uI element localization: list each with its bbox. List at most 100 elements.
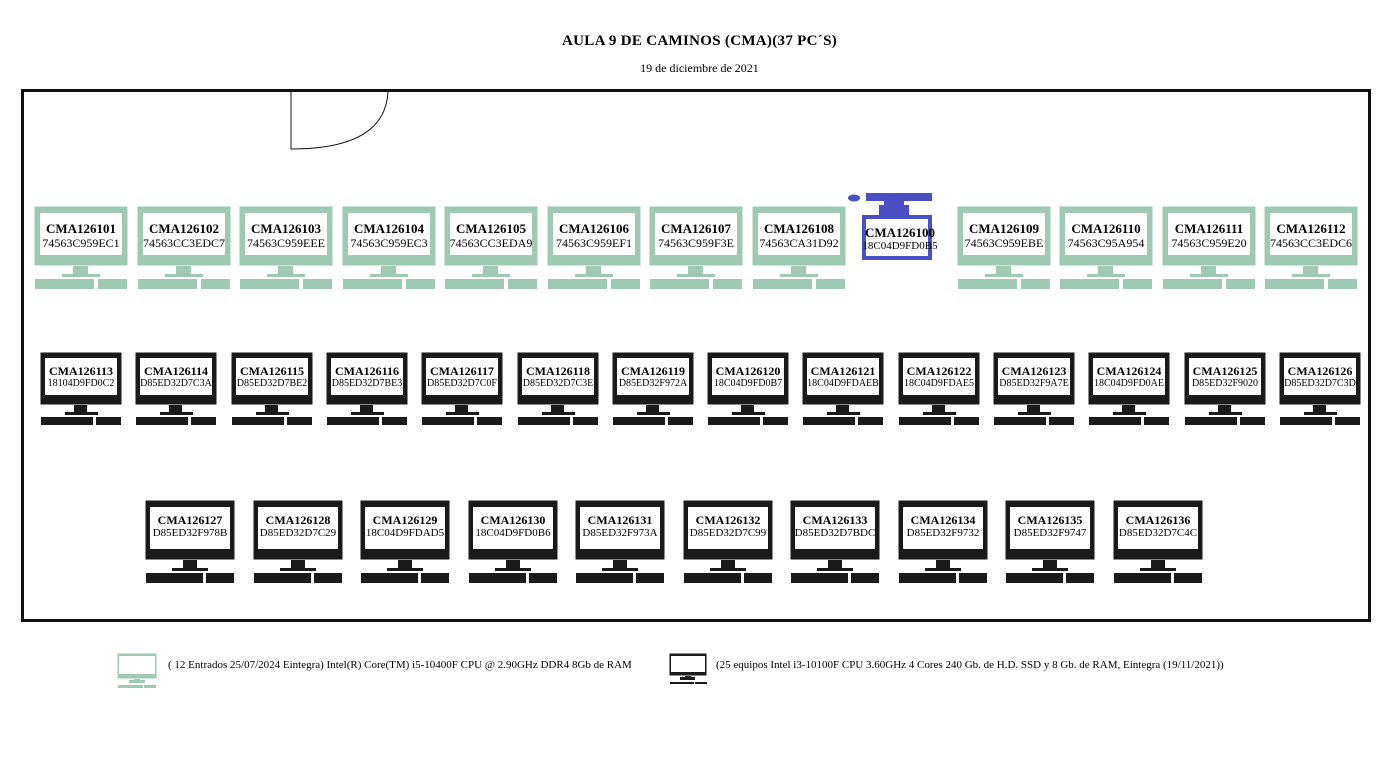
pc-mac: D85ED32D7C29 xyxy=(259,527,337,539)
pc-name: CMA126127 xyxy=(157,513,223,527)
pc-name: CMA126123 xyxy=(1001,364,1067,378)
pc-name: CMA126101 xyxy=(45,221,117,236)
pc-name: CMA126132 xyxy=(695,513,761,527)
pc-mac: D85ED32F9747 xyxy=(1013,527,1087,539)
pc-name: CMA126113 xyxy=(49,364,113,378)
pc-mac: D85ED32F9A7E xyxy=(999,378,1069,389)
pc-name: CMA126122 xyxy=(906,364,972,378)
pc-mac: 18C04D9FD0B6 xyxy=(475,527,551,539)
pc-mac: 74563C959E20 xyxy=(1171,236,1247,250)
pc-name: CMA126117 xyxy=(430,364,494,378)
pc-name: CMA126111 xyxy=(1174,221,1244,236)
pc-mac: 74563C959EEE xyxy=(247,236,325,250)
pc-mac: D85ED32F9020 xyxy=(1191,378,1259,389)
pc-mac: 74563C959F3E xyxy=(657,236,734,250)
page-title: AULA 9 DE CAMINOS (CMA)(37 PC´S) xyxy=(562,33,837,49)
pc-name: CMA126133 xyxy=(802,513,868,527)
pc-mac: D85ED32D7C99 xyxy=(689,527,767,539)
pc-mac: 74563C959EC3 xyxy=(350,236,428,250)
door-icon xyxy=(290,92,389,150)
pc-name: CMA126105 xyxy=(455,221,527,236)
pc-name: CMA126102 xyxy=(148,221,220,236)
pc-mac: 74563CC3EDC6 xyxy=(1269,236,1352,250)
pc-mac: 74563C95A954 xyxy=(1067,236,1145,250)
pc-mac: D85ED32F9732 xyxy=(906,527,980,539)
pc-mac: 74563C959EF1 xyxy=(555,236,632,250)
pc-name: CMA126129 xyxy=(372,513,438,527)
pc-mac: 18C04D9FDAD5 xyxy=(365,527,445,539)
pc-mac: 18104D9FD0C2 xyxy=(47,378,115,389)
pc-name: CMA126125 xyxy=(1192,364,1258,378)
pc-mac: 18C04D9FD0B7 xyxy=(713,378,783,389)
pc-name: CMA126120 xyxy=(715,364,781,378)
pc-mac: D85ED32D7C4C xyxy=(1118,527,1198,539)
legend-green-monitor-icon xyxy=(117,653,157,689)
pc-name: CMA126119 xyxy=(621,364,685,378)
pc-name: CMA126100 xyxy=(864,225,936,240)
pc-name: CMA126104 xyxy=(353,221,425,236)
pc-name: CMA126112 xyxy=(1276,221,1346,236)
pc-mac: 74563CC3EDC7 xyxy=(142,236,225,250)
legend-green-text: ( 12 Entrados 25/07/2024 Eintegra) Intel… xyxy=(168,659,632,671)
pc-mac: 18C04D9FD0B5 xyxy=(862,240,938,252)
pc-mac: D85ED32F973A xyxy=(582,527,658,539)
pc-name: CMA126128 xyxy=(265,513,331,527)
pc-name: CMA126108 xyxy=(763,221,835,236)
pc-mac: 18C04D9FDAE5 xyxy=(903,378,974,389)
page-date: 19 de diciembre de 2021 xyxy=(640,61,759,75)
pc-name: CMA126135 xyxy=(1017,513,1083,527)
pc-name: CMA126107 xyxy=(660,221,732,236)
pc-mac: D85ED32D7C3D xyxy=(1284,378,1356,389)
pc-name: CMA126110 xyxy=(1071,221,1141,236)
pc-mac: D85ED32F972A xyxy=(618,378,688,389)
pc-name: CMA126130 xyxy=(480,513,546,527)
pc-mac: 74563C959EC1 xyxy=(42,236,120,250)
pc-mac: D85ED32D7BE2 xyxy=(236,378,308,389)
pc-mac: 18C04D9FDAEB xyxy=(807,378,879,389)
pc-mac: D85ED32D7C0F xyxy=(426,378,497,389)
pc-mac: D85ED32F978B xyxy=(152,527,228,539)
pc-mac: D85ED32D7BDC xyxy=(794,527,876,539)
pc-mac: D85ED32D7C3A xyxy=(140,378,212,389)
legend-black-text: (25 equipos Intel i3-10100F CPU 3.60GHz … xyxy=(716,659,1224,671)
pc-mac: 74563C959EBE xyxy=(964,236,1044,250)
pc-name: CMA126103 xyxy=(250,221,322,236)
classroom-floorplan xyxy=(21,89,1371,622)
pc-name: CMA126136 xyxy=(1125,513,1191,527)
pc-mac: 74563CA31D92 xyxy=(759,236,839,250)
pc-mac: D85ED32D7BE3 xyxy=(331,378,403,389)
pc-name: CMA126131 xyxy=(587,513,653,527)
pc-name: CMA126106 xyxy=(558,221,630,236)
pc-mac: D85ED32D7C3E xyxy=(522,378,594,389)
